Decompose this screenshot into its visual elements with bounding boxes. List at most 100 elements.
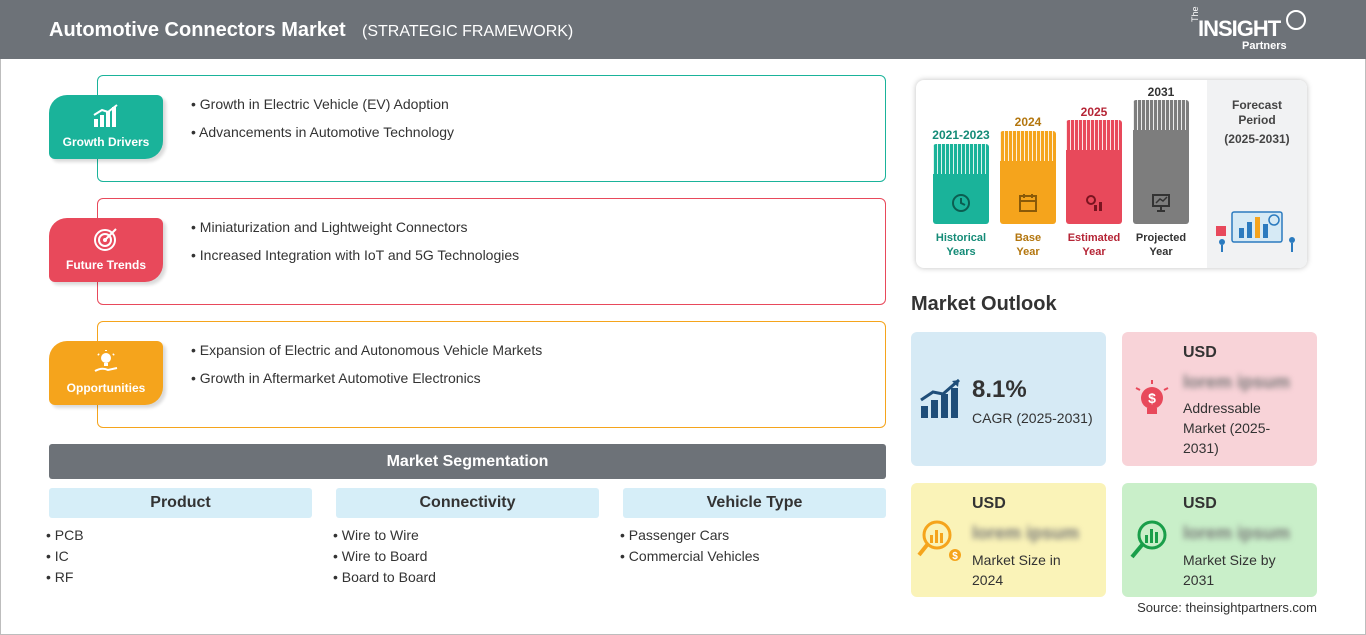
- market-size-2024-label: Market Size in 2024: [972, 550, 1061, 590]
- logo-main: INSIGHT: [1198, 16, 1281, 41]
- list-item: Advancements in Automotive Technology: [191, 124, 454, 140]
- opportunities-badge: Opportunities: [49, 341, 163, 405]
- segment-product: Product PCB IC RF: [49, 488, 312, 590]
- period-name: Base Year: [986, 231, 1070, 259]
- growth-drivers-list: Growth in Electric Vehicle (EV) Adoption…: [191, 96, 454, 152]
- growth-drivers-box: Growth in Electric Vehicle (EV) Adoption…: [97, 75, 886, 182]
- history-clock-icon: [952, 194, 970, 212]
- forecast-label-line1: Forecast: [1231, 98, 1283, 112]
- period-bar: [933, 144, 989, 224]
- opportunities-label: Opportunities: [66, 381, 146, 395]
- market-size-2024-card: $ USD lorem ipsum Market Size in 2024: [911, 483, 1106, 597]
- opportunities-box: Expansion of Electric and Autonomous Veh…: [97, 321, 886, 428]
- period-bar: [1000, 131, 1056, 224]
- usd-label: USD: [1183, 344, 1217, 361]
- period-name-line2: Year: [1016, 246, 1040, 258]
- list-item: IC: [46, 548, 312, 564]
- list-item: Increased Integration with IoT and 5G Te…: [191, 247, 519, 263]
- period-year: 2025: [1080, 105, 1108, 119]
- period-year: 2024: [1014, 115, 1042, 129]
- market-size-2031-card: USD lorem ipsum Market Size by 2031: [1122, 483, 1317, 597]
- market-outlook-title: Market Outlook: [911, 293, 1057, 315]
- segment-header: Vehicle Type: [623, 488, 886, 518]
- period-name: Projected Year: [1119, 231, 1203, 259]
- analytics-illustration-icon: [1216, 211, 1295, 252]
- period-name-line2: Year: [1149, 246, 1173, 258]
- idea-dollar-icon: $: [1135, 380, 1169, 414]
- segment-vehicle-type: Vehicle Type Passenger Cars Commercial V…: [623, 488, 886, 569]
- forecast-range: (2025-2031): [1224, 132, 1290, 146]
- growth-drivers-badge: Growth Drivers: [49, 95, 163, 159]
- page-title: Automotive Connectors Market: [49, 19, 346, 41]
- blurred-value: lorem ipsum: [1183, 523, 1291, 543]
- market-size-2031-label: Market Size by 2031: [1183, 550, 1276, 590]
- list-item: Miniaturization and Lightweight Connecto…: [191, 219, 519, 235]
- forecast-period-panel: Forecast Period (2025-2031): [1207, 80, 1307, 268]
- future-trends-list: Miniaturization and Lightweight Connecto…: [191, 219, 519, 275]
- usd-label: USD: [1183, 495, 1217, 512]
- list-item: Expansion of Electric and Autonomous Veh…: [191, 342, 542, 358]
- blurred-value: lorem ipsum: [972, 523, 1080, 543]
- period-bar: [1133, 100, 1189, 224]
- gears-chart-icon: [1086, 195, 1102, 211]
- segment-header: Connectivity: [336, 488, 599, 518]
- target-icon: [94, 228, 117, 251]
- growth-bars-icon: [920, 378, 960, 418]
- forecast-label-line2: Period: [1238, 113, 1276, 127]
- list-item: Growth in Electric Vehicle (EV) Adoption: [191, 96, 454, 112]
- period-name-line1: Projected: [1135, 232, 1187, 244]
- svg-text:$: $: [1148, 390, 1156, 406]
- logo-partners: Partners: [1242, 40, 1287, 52]
- period-name-line1: Historical: [935, 232, 987, 244]
- market-size-2024-label-line1: Market Size in: [972, 552, 1061, 568]
- list-item: Passenger Cars: [620, 527, 886, 543]
- list-item: Wire to Board: [333, 548, 599, 564]
- list-item: Commercial Vehicles: [620, 548, 886, 564]
- addressable-label-line2: Market (2025-: [1183, 420, 1271, 436]
- addressable-label-line1: Addressable: [1183, 400, 1261, 416]
- logo-ring-icon: [1286, 10, 1306, 30]
- header-bar: Automotive Connectors Market (STRATEGIC …: [0, 0, 1366, 59]
- segment-header: Product: [49, 488, 312, 518]
- segmentation-title: Market Segmentation: [49, 444, 886, 479]
- opportunities-list: Expansion of Electric and Autonomous Veh…: [191, 342, 542, 398]
- forecast-label: Forecast Period: [1207, 98, 1307, 128]
- future-trends-box: Miniaturization and Lightweight Connecto…: [97, 198, 886, 305]
- calendar-icon: [1019, 194, 1037, 212]
- list-item: Wire to Wire: [333, 527, 599, 543]
- period-name-line1: Base: [1014, 232, 1042, 244]
- presentation-chart-icon: [1152, 194, 1170, 212]
- source-text: Source: theinsightpartners.com: [1137, 600, 1317, 615]
- magnifier-dollar-icon: $: [917, 520, 961, 562]
- insight-partners-logo[interactable]: The INSIGHT Partners: [1190, 6, 1310, 54]
- list-item: Growth in Aftermarket Automotive Electro…: [191, 370, 542, 386]
- page-subtitle: (STRATEGIC FRAMEWORK): [362, 23, 574, 40]
- market-size-2024-label-line2: 2024: [972, 572, 1004, 588]
- cagr-label: CAGR (2025-2031): [972, 410, 1093, 426]
- period-name-line2: Years: [946, 246, 976, 258]
- addressable-market-card: $ USD lorem ipsum Addressable Market (20…: [1122, 332, 1317, 466]
- period-bar: [1066, 120, 1122, 224]
- period-year: 2031: [1147, 85, 1175, 99]
- growth-drivers-label: Growth Drivers: [62, 135, 150, 149]
- bar-chart-up-icon: [93, 104, 118, 127]
- blurred-value: lorem ipsum: [1183, 372, 1291, 392]
- usd-label: USD: [972, 495, 1006, 512]
- future-trends-label: Future Trends: [65, 258, 146, 272]
- list-item: RF: [46, 569, 312, 585]
- period-name: Historical Years: [919, 231, 1003, 259]
- list-item: Board to Board: [333, 569, 599, 585]
- market-size-2031-label-line1: Market Size by: [1183, 552, 1276, 568]
- magnifier-chart-icon: [1130, 520, 1167, 559]
- cagr-value: 8.1%: [972, 376, 1027, 403]
- timeline-panel: Forecast Period (2025-2031) 2021-2023: [916, 80, 1307, 268]
- period-name: Estimated Year: [1052, 231, 1136, 259]
- period-name-line2: Year: [1082, 246, 1106, 258]
- period-year: 2021-2023: [932, 128, 990, 142]
- addressable-label: Addressable Market (2025- 2031): [1183, 398, 1270, 458]
- market-size-2031-label-line2: 2031: [1183, 572, 1215, 588]
- cagr-card: 8.1% CAGR (2025-2031): [911, 332, 1106, 466]
- addressable-label-line3: 2031): [1183, 440, 1219, 456]
- segment-connectivity: Connectivity Wire to Wire Wire to Board …: [336, 488, 599, 590]
- svg-text:$: $: [952, 551, 958, 562]
